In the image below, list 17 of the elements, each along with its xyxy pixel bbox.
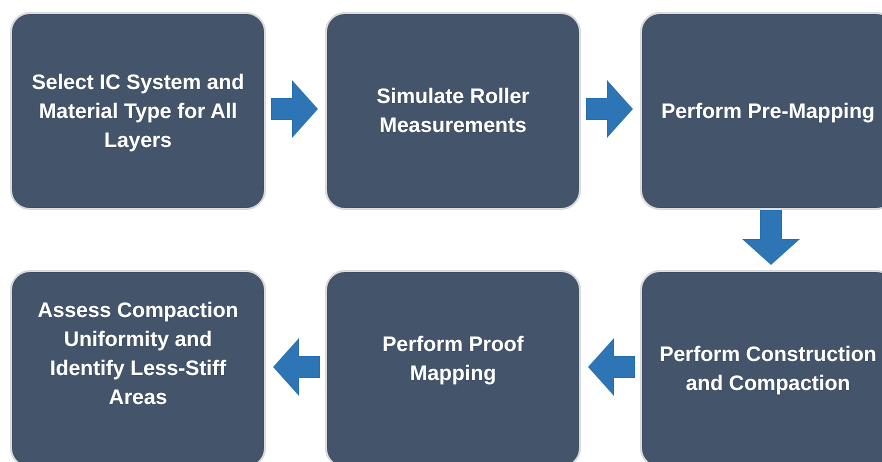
process-box xyxy=(10,270,266,462)
process-box xyxy=(640,270,882,462)
process-box xyxy=(325,270,581,462)
process-box xyxy=(325,12,581,210)
process-box xyxy=(640,12,882,210)
arrow xyxy=(271,80,318,138)
step-label: Assess Compaction Uniformity and Identify Less-Stiff Areas xyxy=(36,298,240,411)
step-label: Perform Pre-Mapping xyxy=(661,98,875,124)
step-label: Select IC System and Material Type for All Layers xyxy=(30,70,246,154)
step-label: Simulate Roller Measurements xyxy=(376,84,530,139)
step-label: Perform Construction and Compaction xyxy=(658,342,878,397)
process-box xyxy=(10,12,266,210)
arrow xyxy=(273,338,320,396)
arrow xyxy=(588,338,635,396)
arrow xyxy=(742,210,800,265)
step-label: Perform Proof Mapping xyxy=(381,332,525,387)
arrow xyxy=(586,80,633,138)
